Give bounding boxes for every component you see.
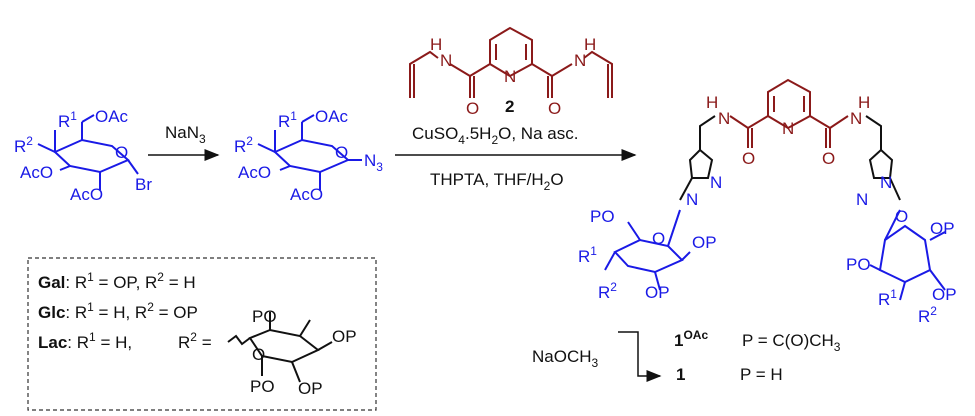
aco-left-label: AcO xyxy=(20,163,53,182)
po-right: PO xyxy=(846,255,871,274)
right-r2: R2 xyxy=(918,304,937,326)
product-n-left: N xyxy=(718,109,730,128)
glycosyl-bromide xyxy=(37,114,139,190)
triazole-n-left-2: N xyxy=(686,190,698,209)
triazole-n-right-1: N xyxy=(880,173,892,192)
linker-2 xyxy=(409,26,613,98)
product-sugar-right xyxy=(869,209,946,301)
lac-po-2: PO xyxy=(250,377,275,396)
azide-oac: OAc xyxy=(315,107,349,126)
product-sugar-left xyxy=(604,209,691,291)
azide-r1: R1 xyxy=(278,109,297,131)
linker-n-right: N xyxy=(574,51,586,70)
product-1-label: 1 xyxy=(676,365,685,384)
linker-n-left: N xyxy=(440,51,452,70)
azide-r2: R2 xyxy=(234,134,253,156)
step2-reagent-line1: CuSO4.5H2O, Na asc. xyxy=(412,124,578,147)
right-ring-o: O xyxy=(895,207,908,226)
product-core xyxy=(729,78,849,148)
legend-glc: Glc: R1 = H, R2 = OP xyxy=(38,300,198,322)
triazole-linkers xyxy=(679,115,901,201)
aco-bottom-label: AcO xyxy=(70,185,103,204)
br-label: Br xyxy=(135,175,152,194)
azide-n3: N3 xyxy=(364,151,383,174)
op-right-1: OP xyxy=(930,219,955,238)
linker-label: 2 xyxy=(505,97,514,116)
left-r1: R1 xyxy=(578,244,597,266)
deprotection-reagent: NaOCH3 xyxy=(532,347,599,370)
azide-aco-bottom: AcO xyxy=(290,185,323,204)
po-left: PO xyxy=(590,207,615,226)
linker-o-right: O xyxy=(548,99,561,118)
legend-lac: Lac: R1 = H, xyxy=(38,330,132,352)
glycosyl-azide xyxy=(257,114,362,190)
lac-op-2: OP xyxy=(298,379,323,398)
legend-box xyxy=(27,257,377,411)
product-pyridine-n: N xyxy=(782,119,794,138)
product-o-left: O xyxy=(742,149,755,168)
left-r2: R2 xyxy=(598,280,617,302)
legend-gal: Gal: R1 = OP, R2 = H xyxy=(38,270,196,292)
op-left-2: OP xyxy=(645,283,670,302)
r1-label: R1 xyxy=(58,109,77,131)
oac-label: OAc xyxy=(95,107,129,126)
linker-h-left: H xyxy=(430,35,442,54)
r2-label: R2 xyxy=(14,134,33,156)
op-right-2: OP xyxy=(932,285,957,304)
right-r1: R1 xyxy=(878,287,897,309)
lac-ring-o: O xyxy=(252,345,265,364)
linker-h-right: H xyxy=(584,35,596,54)
op-left-1: OP xyxy=(692,233,717,252)
triazole-n-right-2: N xyxy=(856,190,868,209)
product-h-left: H xyxy=(706,93,718,112)
step1-reagent: NaN3 xyxy=(165,123,206,146)
product-1-def: P = H xyxy=(740,365,783,384)
lac-po-1: PO xyxy=(252,307,277,326)
product-h-right: H xyxy=(858,93,870,112)
legend-lac-r2: R2 = xyxy=(178,330,212,352)
left-ring-o: O xyxy=(652,229,665,248)
product-n-right: N xyxy=(850,109,862,128)
linker-o-left: O xyxy=(466,99,479,118)
product-1oac-label: 1OAc xyxy=(674,328,708,350)
linker-pyridine-n: N xyxy=(504,67,516,86)
azide-aco-left: AcO xyxy=(238,163,271,182)
product-1oac-def: P = C(O)CH3 xyxy=(742,331,841,354)
product-o-right: O xyxy=(822,149,835,168)
step2-reagent-line2: THPTA, THF/H2O xyxy=(430,170,564,193)
lac-op-1: OP xyxy=(332,327,357,346)
lac-galactose-ring xyxy=(227,312,333,383)
deprotection-arrow xyxy=(618,331,662,382)
triazole-n-left-1: N xyxy=(710,173,722,192)
ring-oxygen: O xyxy=(115,143,128,162)
azide-ring-oxygen: O xyxy=(335,143,348,162)
